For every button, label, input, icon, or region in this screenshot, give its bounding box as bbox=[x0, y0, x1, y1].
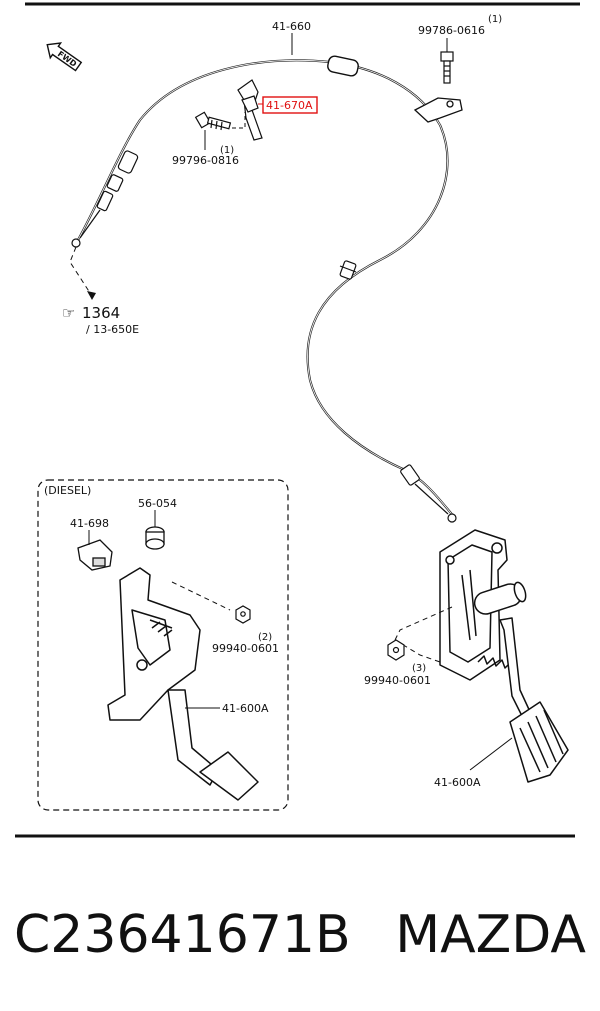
label-diesel-nut-qty: (2) bbox=[258, 632, 272, 643]
label-pedal-main: 41-600A bbox=[434, 776, 481, 789]
diesel-nut-icon bbox=[235, 605, 251, 624]
diesel-bracket-icon bbox=[77, 539, 113, 571]
cable-clip-icon bbox=[237, 79, 263, 141]
nut-main-leader bbox=[394, 606, 453, 641]
cable-end-left bbox=[71, 150, 139, 248]
label-diesel-bracket: 41-698 bbox=[70, 517, 109, 530]
label-bolt-top-right: 99786-0616 bbox=[418, 24, 485, 37]
label-bolt-left-qty: (1) bbox=[220, 145, 234, 156]
diesel-title: (DIESEL) bbox=[44, 484, 91, 497]
accelerator-pedal-assembly bbox=[439, 529, 569, 783]
cable-end-lower bbox=[400, 464, 457, 523]
label-clip-highlighted: 41-670A bbox=[266, 99, 313, 112]
leader-pedal-main bbox=[469, 737, 513, 771]
ref-icon: ☞ bbox=[62, 304, 75, 322]
highlight-box bbox=[262, 96, 318, 114]
diesel-pedal-assembly bbox=[107, 567, 259, 801]
footer-part-number: C23641671B bbox=[14, 905, 351, 965]
label-bolt-top-right-qty: (1) bbox=[488, 14, 502, 25]
label-diesel-nut: 99940-0601 bbox=[212, 642, 279, 655]
cable-bracket-right bbox=[413, 97, 463, 123]
bolt-left-icon bbox=[194, 111, 232, 131]
label-nut-main: 99940-0601 bbox=[364, 674, 431, 687]
label-cable: 41-660 bbox=[272, 20, 311, 33]
label-diesel-pedal: 41-600A bbox=[222, 702, 269, 715]
nut-main-icon bbox=[387, 639, 405, 661]
ref-leader bbox=[69, 246, 93, 297]
ref-arrow-icon bbox=[87, 291, 96, 300]
cable-grommet bbox=[327, 55, 359, 77]
diesel-variant-box bbox=[37, 479, 289, 811]
bolt-top-right-icon bbox=[440, 51, 454, 84]
footer-caption: C23641671B MAZDA bbox=[0, 895, 600, 975]
forward-arrow-icon: FWD bbox=[46, 42, 83, 72]
cable-mid-clip bbox=[339, 260, 357, 280]
diesel-cap-icon bbox=[145, 526, 165, 550]
bolt-dash bbox=[232, 112, 246, 129]
label-bolt-left: 99796-0816 bbox=[172, 154, 239, 167]
label-nut-main-qty: (3) bbox=[412, 663, 426, 674]
footer-brand: MAZDA bbox=[395, 905, 586, 965]
label-ref-page: 1364 bbox=[82, 304, 120, 322]
label-ref-sub: / 13-650E bbox=[86, 323, 139, 336]
label-diesel-cap: 56-054 bbox=[138, 497, 177, 510]
